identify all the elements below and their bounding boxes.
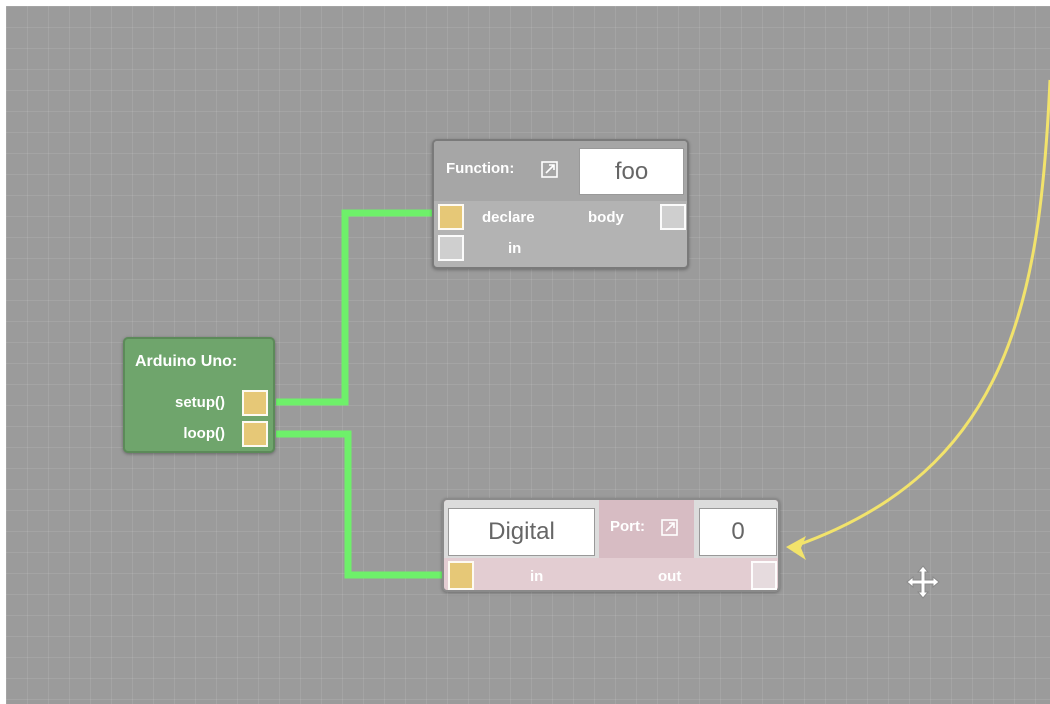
declare-input-port[interactable] bbox=[438, 204, 464, 230]
setup-output-label: setup() bbox=[175, 394, 225, 411]
declare-input-label: declare bbox=[482, 209, 535, 226]
port-header-band bbox=[599, 500, 694, 558]
port-number-field[interactable]: 0 bbox=[699, 508, 777, 556]
setup-output-port[interactable] bbox=[242, 390, 268, 416]
move-cursor-icon bbox=[906, 565, 940, 599]
digital-port-node[interactable]: Digital Port: 0 in out bbox=[442, 498, 780, 592]
external-link-icon[interactable] bbox=[541, 161, 558, 178]
out-output-port[interactable] bbox=[751, 561, 777, 590]
in-input-label: in bbox=[530, 568, 544, 585]
arduino-node-title: Arduino Uno: bbox=[135, 353, 238, 370]
body-output-label: body bbox=[588, 209, 624, 226]
wire-setup-to-declare[interactable] bbox=[276, 209, 440, 406]
wire-loop-to-in[interactable] bbox=[276, 430, 446, 579]
out-output-label: out bbox=[658, 568, 682, 585]
arduino-uno-node[interactable]: Arduino Uno: setup() loop() bbox=[123, 337, 275, 453]
port-type-field[interactable]: Digital bbox=[448, 508, 595, 556]
node-editor-canvas[interactable] bbox=[6, 6, 1050, 704]
function-name-field[interactable]: foo bbox=[579, 148, 684, 195]
in-input-port[interactable] bbox=[438, 235, 464, 261]
wire-dragging-to-out[interactable] bbox=[794, 79, 1050, 548]
function-node-title: Function: bbox=[446, 160, 515, 177]
function-node[interactable]: Function: foo declare body in bbox=[432, 139, 689, 269]
port-title: Port: bbox=[610, 518, 645, 535]
in-input-port[interactable] bbox=[448, 561, 474, 590]
in-input-label: in bbox=[508, 240, 522, 257]
external-link-icon[interactable] bbox=[661, 519, 678, 536]
wire-arrowhead bbox=[786, 536, 806, 560]
loop-output-label: loop() bbox=[183, 425, 225, 442]
body-output-port[interactable] bbox=[660, 204, 686, 230]
loop-output-port[interactable] bbox=[242, 421, 268, 447]
